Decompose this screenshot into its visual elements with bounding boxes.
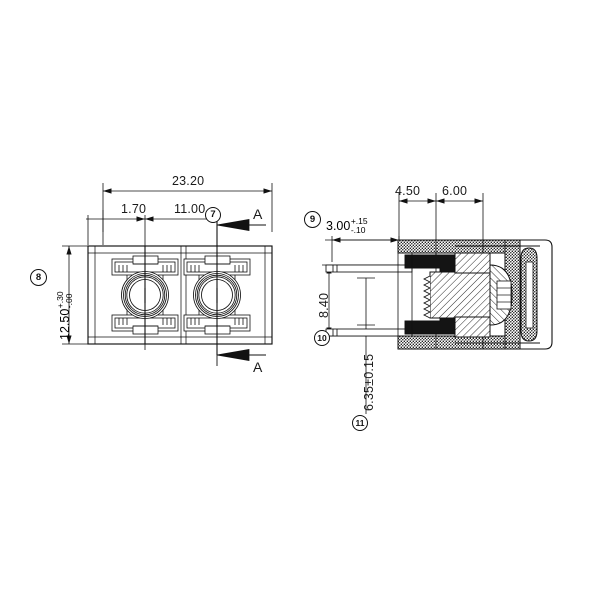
- balloon-9-number: 9: [309, 213, 316, 225]
- section-letter-bottom: A: [253, 359, 263, 375]
- housing-cover-outline: [455, 239, 553, 350]
- dim-label-pin-seat-tol-upper: +.15: [350, 216, 368, 226]
- screw-block: [429, 252, 491, 338]
- dim-label-edge-offset: 1.70: [121, 202, 147, 216]
- end-cap-profile: [520, 247, 538, 342]
- balloon-8-number: 8: [35, 271, 42, 283]
- balloon-9: 9: [304, 211, 321, 228]
- pole-2: [183, 215, 251, 355]
- screw-head: [489, 264, 513, 326]
- dim-pin-seat: [325, 236, 400, 262]
- body-partitions: [397, 240, 484, 349]
- dim-label-pin-row-offset: 6.35±0.15: [362, 353, 376, 411]
- dim-label-overall-width: 23.20: [172, 174, 205, 188]
- dim-label-overall-height-tol-lower: -.00: [63, 293, 74, 309]
- dim-label-overall-height-value: 12.50: [57, 308, 72, 340]
- dim-label-body-depth: 6.00: [442, 184, 468, 198]
- pole-1: [111, 246, 179, 344]
- dim-label-pin-length: 4.50: [395, 184, 421, 198]
- dim-label-overall-height: 12.50+.30-.00: [55, 291, 74, 340]
- front-view-group: [62, 183, 273, 366]
- dim-label-pin-seat-tol-lower: -.10: [350, 224, 366, 235]
- balloon-10-number: 10: [317, 332, 327, 343]
- balloon-11: 11: [352, 415, 368, 431]
- dim-label-pin-spacing: 8.40: [317, 292, 331, 318]
- balloon-11-number: 11: [355, 417, 365, 428]
- section-letter-top: A: [253, 206, 263, 222]
- thread-profile: [423, 275, 431, 319]
- dim-label-pole-pitch: 11.00: [174, 202, 206, 216]
- dim-label-pin-seat-value: 3.00: [326, 218, 351, 233]
- balloon-8: 8: [30, 269, 47, 286]
- section-view-group: [322, 193, 553, 414]
- balloon-10: 10: [314, 330, 330, 346]
- balloon-7: 7: [205, 207, 221, 223]
- balloon-7-number: 7: [210, 209, 216, 221]
- dim-pin-row-offset: [357, 277, 375, 414]
- dim-label-pin-seat: 3.00+.15-.10: [326, 217, 368, 234]
